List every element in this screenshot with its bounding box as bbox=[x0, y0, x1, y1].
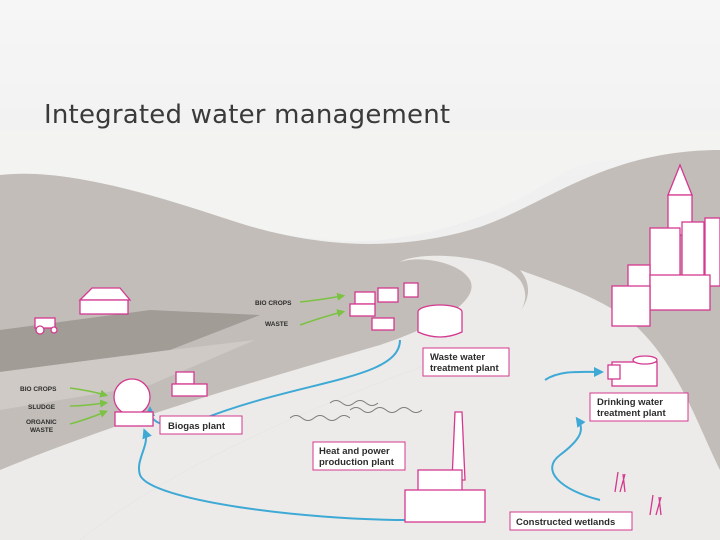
slide-title: Integrated water management bbox=[44, 100, 451, 130]
svg-text:Heat and power: Heat and power bbox=[319, 446, 390, 457]
label-bio-crops-upper: BIO CROPS bbox=[255, 300, 292, 307]
heatpower-label: Heat and power production plant bbox=[312, 441, 406, 471]
input-labels: BIO CROPS WASTE BIO CROPS SLUDGE ORGANIC… bbox=[20, 300, 292, 434]
svg-text:Drinking water: Drinking water bbox=[597, 397, 663, 408]
label-waste-left: WASTE bbox=[30, 427, 54, 434]
svg-text:Waste water: Waste water bbox=[430, 352, 485, 363]
wetlands-label: Constructed wetlands bbox=[509, 511, 633, 531]
drinking-plant-building bbox=[607, 355, 658, 387]
field-dark bbox=[0, 310, 260, 372]
landscape bbox=[0, 130, 720, 540]
city-buildings bbox=[611, 163, 720, 327]
lowland bbox=[80, 270, 720, 540]
biogas-label: Biogas plant bbox=[159, 415, 243, 435]
svg-text:production plant: production plant bbox=[319, 457, 395, 468]
upper-hill bbox=[0, 130, 720, 242]
label-organic: ORGANIC bbox=[26, 419, 57, 426]
road bbox=[0, 255, 526, 540]
wastewater-plant-building bbox=[349, 282, 463, 338]
label-sludge: SLUDGE bbox=[28, 404, 56, 411]
farm-barn bbox=[34, 287, 132, 335]
facility-labels: Waste water treatment plant Biogas plant… bbox=[159, 347, 689, 531]
svg-text:treatment plant: treatment plant bbox=[597, 408, 666, 419]
biogas-plant-building bbox=[113, 371, 208, 427]
arrow-drinking-from-left bbox=[544, 366, 604, 381]
heatpower-plant-building bbox=[404, 411, 486, 523]
input-arrows bbox=[69, 292, 346, 425]
drinking-label: Drinking water treatment plant bbox=[589, 392, 689, 422]
svg-text:Biogas plant: Biogas plant bbox=[168, 421, 226, 432]
label-bio-crops-left: BIO CROPS bbox=[20, 386, 57, 393]
wetland-reeds bbox=[614, 471, 662, 516]
svg-text:Constructed wetlands: Constructed wetlands bbox=[516, 517, 615, 528]
svg-text:treatment plant: treatment plant bbox=[430, 363, 499, 374]
field-light bbox=[0, 340, 255, 410]
water-waves bbox=[289, 400, 423, 421]
arrow-wetlands-to-drinking bbox=[551, 416, 601, 501]
arrow-heatpower-to-biogas bbox=[137, 428, 411, 521]
buildings bbox=[34, 163, 720, 523]
label-waste-upper: WASTE bbox=[265, 321, 289, 328]
wastewater-label: Waste water treatment plant bbox=[422, 347, 510, 377]
